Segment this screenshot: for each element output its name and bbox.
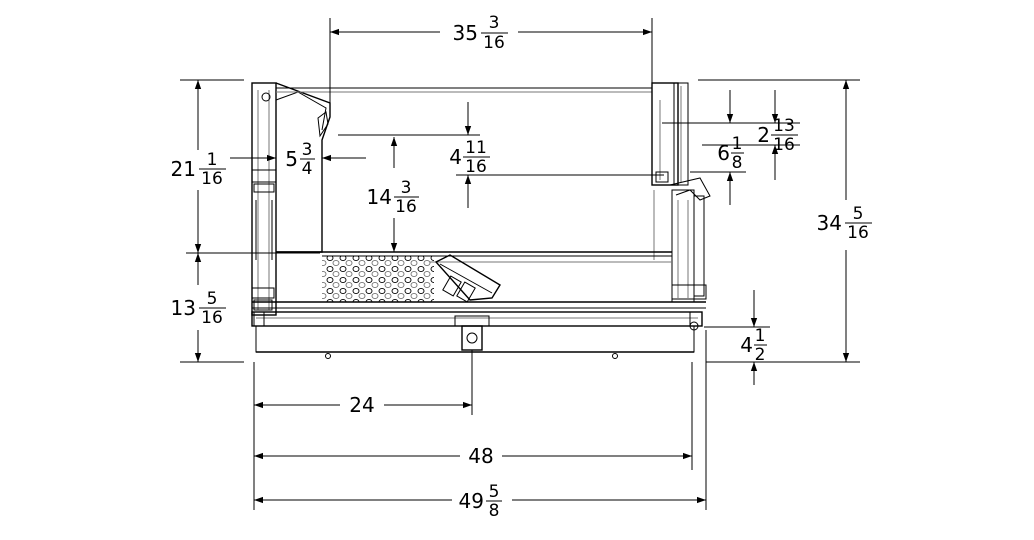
dim-lower-height: 13 5 16 [171,289,226,328]
dim-overall-width-num: 5 [489,482,500,502]
dim-top-width-num: 3 [489,13,500,33]
dim-step-height-den: 16 [465,157,487,177]
dim-upper-height-whole: 21 [171,157,196,181]
dim-base-height-den: 2 [755,345,766,365]
extension-lines [180,18,860,510]
dim-overall-width: 49 5 8 [459,482,502,521]
dim-inner-height-den: 16 [395,197,417,217]
dim-lower-height-whole: 13 [171,296,196,320]
dim-step-height-whole: 4 [449,145,462,169]
dim-right-b-whole: 2 [757,123,770,147]
dim-overall-height: 34 5 16 [817,204,872,243]
dim-top-width: 35 3 16 [453,13,508,53]
dim-top-width-den: 16 [483,33,505,53]
dim-right-a: 6 1 8 [717,134,744,173]
dim-overall-height-num: 5 [853,204,864,224]
dimension-labels: 35 3 16 21 1 16 13 5 16 5 3 4 14 [171,13,872,521]
dim-base-height: 4 1 2 [740,326,767,365]
dim-inner-offset-whole: 5 [285,147,298,171]
dim-inner-offset-den: 4 [302,159,313,179]
dim-step-height-num: 11 [465,138,487,158]
dim-inner-height-num: 3 [401,178,412,198]
dim-inner-height: 14 3 16 [367,178,419,217]
dim-overall-height-whole: 34 [817,211,842,235]
dim-upper-height-num: 1 [207,150,218,170]
machine-outline [251,82,711,359]
dim-upper-height-den: 16 [201,169,223,189]
dim-right-b-num: 13 [773,116,795,136]
dim-right-b-den: 16 [773,135,795,155]
dim-right-a-whole: 6 [717,141,730,165]
dim-base-height-num: 1 [755,326,766,346]
dim-inner-offset: 5 3 4 [285,140,315,179]
dim-base-height-whole: 4 [740,333,753,357]
dim-overall-height-den: 16 [847,223,869,243]
dim-top-width-whole: 35 [453,21,478,45]
dim-frame-width: 48 [468,444,493,468]
dim-inner-height-whole: 14 [367,185,392,209]
dim-lower-height-den: 16 [201,308,223,328]
dim-right-a-num: 1 [732,134,743,154]
dim-overall-width-whole: 49 [459,489,484,513]
dim-half-width: 24 [349,393,374,417]
dimension-lines [194,28,850,504]
dim-inner-offset-num: 3 [302,140,313,160]
dim-right-a-den: 8 [732,153,743,173]
dim-step-height: 4 11 16 [449,138,490,177]
dim-lower-height-num: 5 [207,289,218,309]
dim-right-b: 2 13 16 [757,116,798,155]
dim-upper-height: 21 1 16 [171,150,226,189]
dim-overall-width-den: 8 [489,501,500,521]
